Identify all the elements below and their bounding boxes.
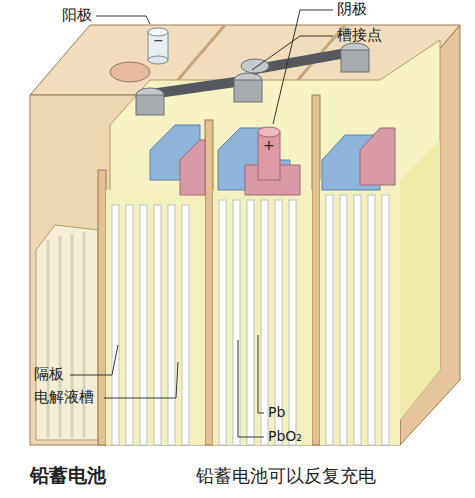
part-label: 电解液槽 — [34, 389, 94, 406]
figure-caption: 铅蓄电池 — [30, 465, 106, 487]
part-label: 槽接点 — [337, 27, 382, 44]
part-label: 隔板 — [34, 366, 64, 383]
material-label: Pb — [268, 404, 285, 420]
note-text: 铅蓄电池可以反复充电 — [196, 466, 376, 487]
part-label: 阴极 — [337, 1, 367, 18]
material-label: PbO₂ — [268, 428, 302, 444]
part-label: 阳极 — [62, 7, 92, 24]
polarity-sign: − — [153, 34, 164, 49]
polarity-sign: + — [263, 137, 275, 153]
